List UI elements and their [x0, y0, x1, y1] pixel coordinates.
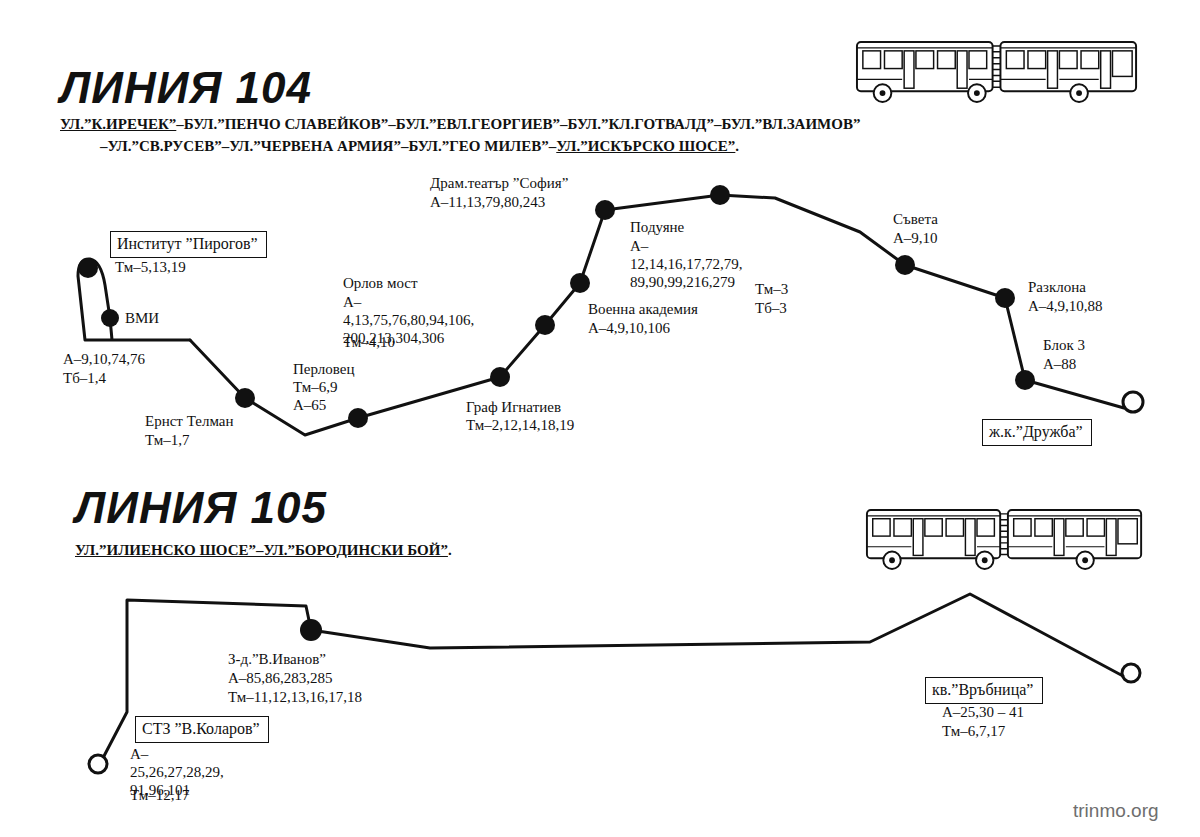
- stop-dot: [78, 258, 98, 278]
- terminal-loop: [1122, 664, 1140, 682]
- terminal-box: СТЗ ”В.Коларов”: [135, 716, 269, 743]
- stop-label: Граф Игнатиев: [466, 398, 561, 416]
- stop-label: Тм–1,7: [145, 431, 190, 449]
- stop-label: Ернст Телман: [145, 412, 233, 430]
- route-line: [190, 195, 1124, 435]
- route-line: [78, 259, 190, 340]
- street-list: УЛ.”ИСКЪРСКО ШОСЕ”: [556, 136, 735, 156]
- stop-label: Тм–2,12,14,18,19: [466, 416, 574, 434]
- route-line: [104, 594, 1123, 756]
- terminal-loop: [89, 755, 107, 773]
- line-title: ЛИНИЯ 104: [60, 64, 312, 112]
- terminal-name: СТЗ ”В.Коларов”: [142, 719, 262, 738]
- stop-label: А–88: [1043, 355, 1076, 373]
- stop-label: Тм–5,13,19: [115, 258, 186, 276]
- stop-dot: [300, 619, 322, 641]
- stop-label: Орлов мост: [343, 274, 418, 292]
- street-list: –УЛ.”СВ.РУСЕВ”–УЛ.”ЧЕРВЕНА АРМИЯ”–БУЛ.”Г…: [100, 136, 556, 156]
- stop-dot: [895, 255, 915, 275]
- stop-label: А–4,9,10,88: [1028, 297, 1103, 315]
- street-list: УЛ.”ИЛИЕНСКО ШОСЕ”–УЛ.”БОРОДИНСКИ БОЙ”: [75, 540, 448, 560]
- terminal-name: ж.к.”Дружба”: [989, 422, 1085, 441]
- stop-label: А–9,10,74,76: [63, 350, 145, 368]
- street-list: –БУЛ.”ПЕНЧО СЛАВЕЙКОВ”–БУЛ.”ЕВЛ.ГЕОРГИЕВ…: [176, 114, 860, 134]
- stop-label: Драм.театър ”София”: [430, 174, 568, 192]
- stop-label: Тб–3: [755, 299, 787, 317]
- stop-dot: [101, 309, 119, 327]
- stop-dot: [570, 273, 590, 293]
- bus-illustration: [867, 510, 1141, 569]
- stop-label: А–25,30 – 41: [942, 703, 1024, 721]
- stop-label: Блок 3: [1043, 336, 1085, 354]
- line-title: ЛИНИЯ 105: [75, 484, 327, 532]
- stop-label: Тм–12,17: [130, 786, 190, 804]
- street-list: .: [448, 540, 452, 560]
- terminal-box: кв.”Връбница”: [925, 677, 1043, 704]
- bus-illustration: [857, 42, 1136, 102]
- stop-label: З-д.”В.Иванов”: [228, 650, 326, 668]
- stop-label: Перловец: [293, 360, 354, 378]
- stop-label: Подуяне: [630, 218, 684, 236]
- stop-dot: [710, 185, 730, 205]
- stop-dot: [490, 367, 510, 387]
- stop-label: А–12,14,16,17,72,79, 89,90,99,216,279: [630, 237, 743, 291]
- stop-label: Тб–1,4: [63, 369, 106, 387]
- stop-label: А–85,86,283,285: [228, 669, 333, 687]
- stop-label: Тм–11,12,13,16,17,18: [228, 688, 362, 706]
- stop-dot: [595, 200, 615, 220]
- terminal-name: кв.”Връбница”: [932, 680, 1036, 699]
- street-list: УЛ.”К.ИРЕЧЕК”: [60, 114, 176, 134]
- stop-label: Военна академия: [588, 300, 698, 318]
- stop-label: Разклона: [1028, 278, 1086, 296]
- stop-label: Тм–4,10: [343, 333, 395, 351]
- stop-label: Тм–6,7,17: [942, 722, 1005, 740]
- terminal-box: Институт ”Пирогов”: [110, 231, 267, 258]
- stop-label: Съвета: [893, 210, 938, 228]
- stop-dot: [995, 288, 1015, 308]
- stop-dot: [1015, 370, 1035, 390]
- stop-label: А–65: [293, 396, 326, 414]
- stop-dot: [348, 408, 368, 428]
- stop-label: ВМИ: [125, 309, 159, 327]
- street-list: .: [735, 136, 739, 156]
- stop-label: А–9,10: [893, 229, 938, 247]
- watermark: trinmo.org: [1073, 800, 1159, 822]
- stop-label: Тм–6,9: [293, 378, 338, 396]
- stop-label: А–4,9,10,106: [588, 319, 670, 337]
- stop-label: А–11,13,79,80,243: [430, 193, 545, 211]
- terminal-loop: [1123, 392, 1143, 412]
- stop-dot: [535, 315, 555, 335]
- stop-dot: [235, 388, 255, 408]
- terminal-box: ж.к.”Дружба”: [982, 419, 1092, 446]
- stop-label: Тм–3: [755, 280, 788, 298]
- terminal-name: Институт ”Пирогов”: [117, 234, 260, 253]
